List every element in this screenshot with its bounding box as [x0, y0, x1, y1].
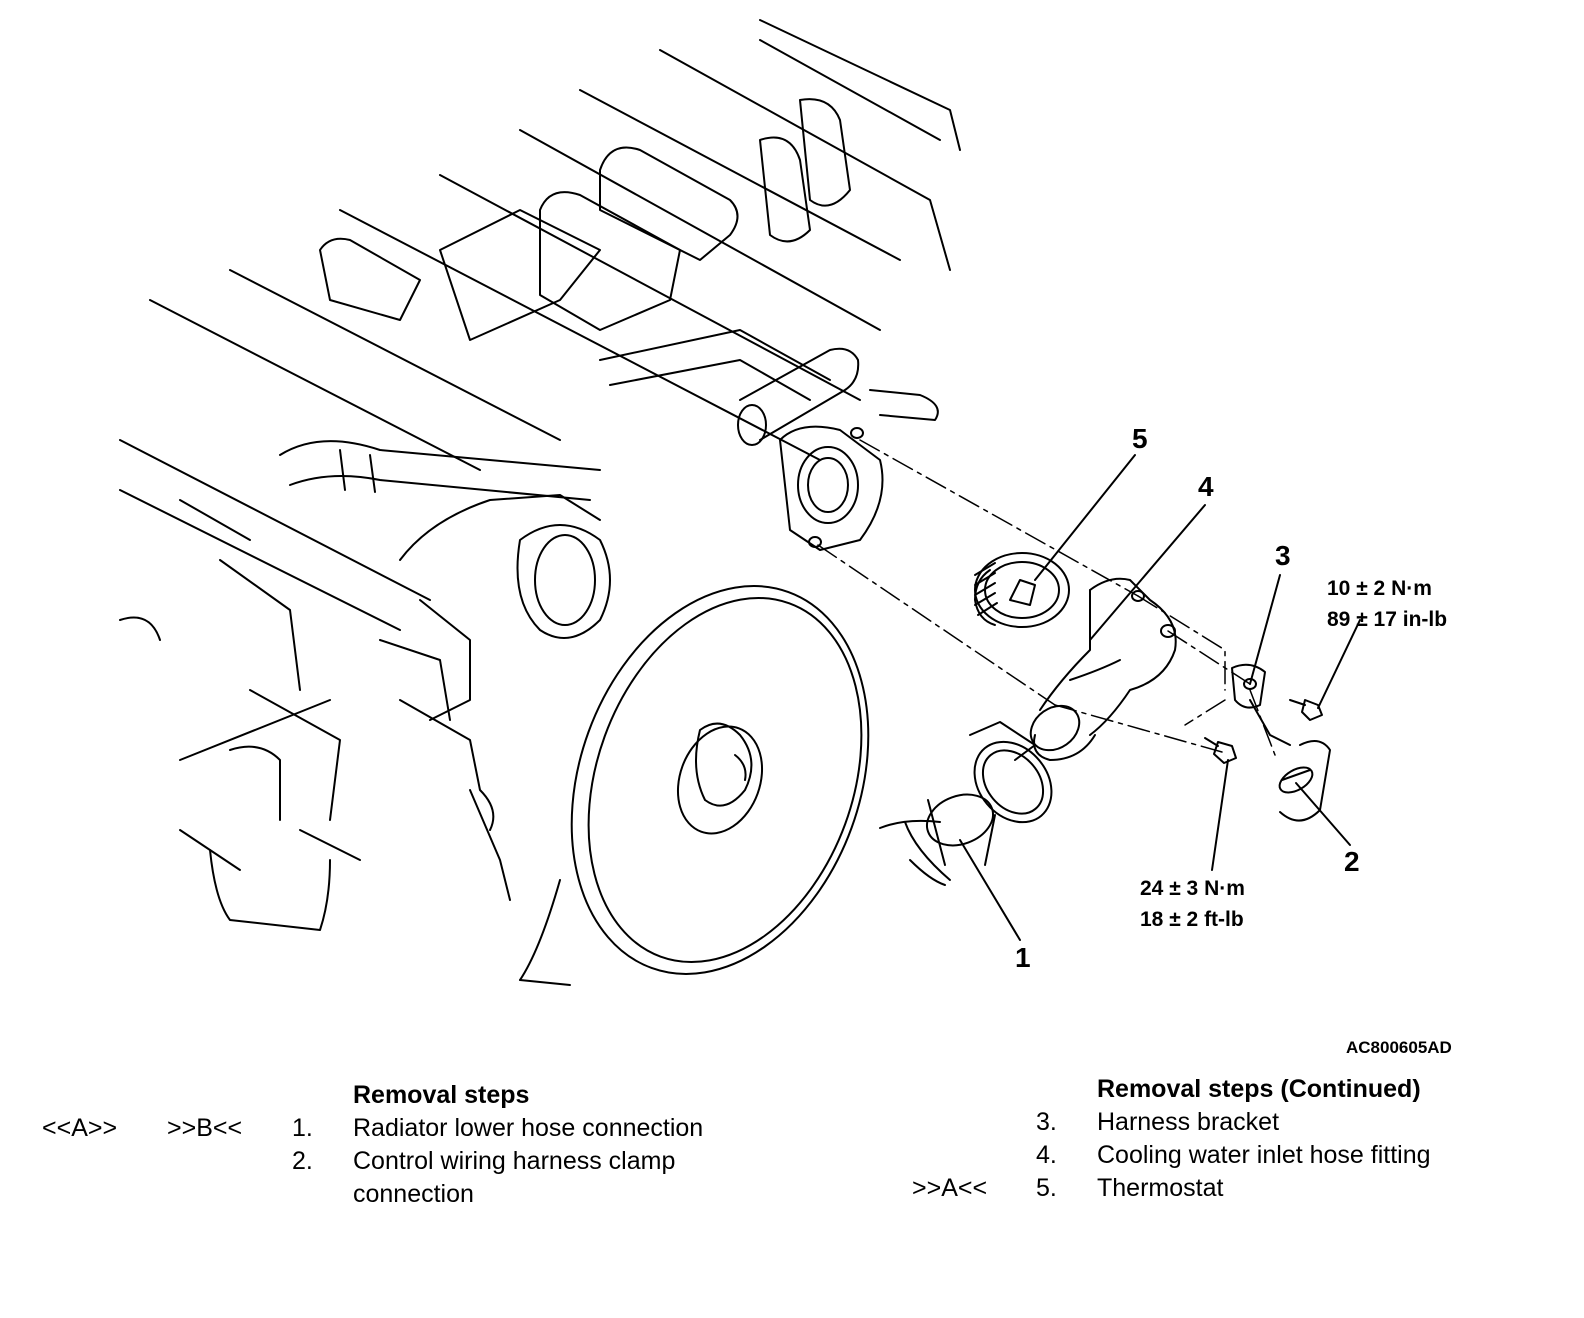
step-1-number: 1.	[292, 1114, 313, 1142]
step-4-text: Cooling water inlet hose fitting	[1097, 1141, 1431, 1169]
callout-4: 4	[1198, 471, 1214, 502]
figure-id: AC800605AD	[1346, 1038, 1452, 1057]
step-5-text: Thermostat	[1097, 1174, 1224, 1202]
alignment-lines	[817, 439, 1276, 756]
harness-clamp-part	[1278, 740, 1331, 822]
bolt-upper	[1289, 699, 1323, 721]
hose-clamp-part	[969, 721, 1053, 824]
step-1-mark-a: <<A>>	[42, 1114, 118, 1142]
step-2-number: 2.	[292, 1147, 313, 1175]
torque-metric: 24 ± 3 N·m	[1140, 877, 1245, 900]
torque-metric: 10 ± 2 N·m	[1327, 577, 1432, 600]
step-4-number: 4.	[1036, 1141, 1057, 1169]
removal-steps-heading: Removal steps	[353, 1081, 530, 1109]
step-5-mark: >>A<<	[912, 1174, 988, 1202]
step-1-mark-b: >>B<<	[167, 1114, 243, 1142]
torque-spec-bracket-bolt: 10 ± 2 N·m 89 ± 17 in-lb	[1327, 573, 1447, 635]
torque-imperial: 89 ± 17 in-lb	[1327, 608, 1448, 631]
step-1-text: Radiator lower hose connection	[353, 1114, 704, 1142]
removal-steps-continued-heading: Removal steps (Continued)	[1097, 1075, 1421, 1103]
step-2-text-continued: connection	[353, 1180, 474, 1208]
crank-pulley	[519, 585, 870, 986]
harness-bracket-part	[1231, 663, 1291, 746]
thermostat-part	[974, 552, 1070, 628]
radiator-hose-part	[879, 793, 996, 886]
engine-block	[119, 19, 961, 931]
torque-spec-fitting-bolt: 24 ± 3 N·m 18 ± 2 ft-lb	[1140, 873, 1245, 935]
step-3-number: 3.	[1036, 1108, 1057, 1136]
callout-5: 5	[1132, 423, 1148, 454]
step-5-number: 5.	[1036, 1174, 1057, 1202]
leader-lines	[959, 454, 1361, 941]
callout-2: 2	[1344, 846, 1360, 877]
step-3-text: Harness bracket	[1097, 1108, 1280, 1136]
bolt-lower	[1204, 737, 1237, 764]
inlet-fitting-part	[1029, 577, 1177, 761]
callout-3: 3	[1275, 540, 1291, 571]
callout-1: 1	[1015, 942, 1031, 973]
torque-imperial: 18 ± 2 ft-lb	[1140, 908, 1244, 931]
step-2-text: Control wiring harness clamp	[353, 1147, 676, 1175]
